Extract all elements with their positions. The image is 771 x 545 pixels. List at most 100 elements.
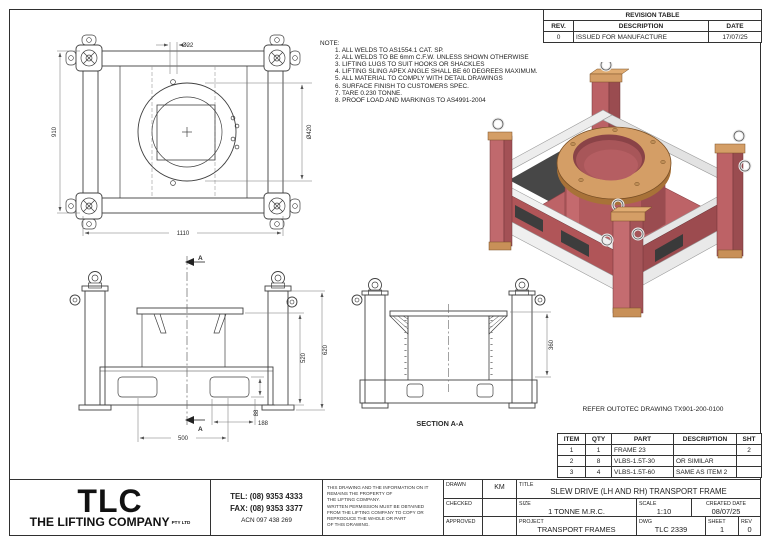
note-item: 2. ALL WELDS TO BE 6mm C.F.W. UNLESS SHO… — [335, 54, 529, 62]
dim-label-188: 188 — [258, 421, 269, 427]
revision-table-header: REV. DESCRIPTION DATE — [544, 21, 761, 32]
part-item: 2 — [558, 456, 586, 466]
title-row: TITLE SLEW DRIVE (LH AND RH) TRANSPORT F… — [517, 480, 760, 499]
scale-label: SCALE — [639, 500, 657, 507]
drawn-label: DRAWN — [444, 480, 483, 498]
part-name: FRAME 23 — [612, 445, 674, 455]
section-cut-line: A A — [185, 255, 205, 433]
dwg-number: TLC 2339 — [654, 525, 688, 534]
size-label: SIZE — [519, 500, 531, 507]
note-item: 6. SURFACE FINISH TO CUSTOMERS SPEC. — [335, 82, 469, 90]
part-name: VLBS-1.5T-30 — [612, 456, 674, 466]
center-cylinder — [556, 126, 672, 237]
dim-label-dia420: Ø420 — [307, 124, 313, 139]
project-cell: PROJECT TRANSPORT FRAMES — [517, 517, 637, 535]
dwg-label: DWG — [639, 518, 652, 525]
corner-post-front — [599, 206, 653, 318]
section-view-drawing: 360 SECTION A-A — [350, 278, 555, 428]
col-description: DESCRIPTION — [574, 21, 709, 31]
dim-label-620: 620 — [323, 344, 329, 355]
dim-label-910: 910 — [52, 126, 58, 137]
corner-post-right — [714, 129, 752, 259]
flange-bolt-holes — [570, 128, 666, 186]
created-date-value: 08/07/25 — [711, 507, 741, 516]
col-rev: REV. — [544, 21, 574, 31]
phone-number: TEL: (08) 9353 4333 — [230, 491, 303, 501]
front-view-drawing: A A 620 520 88 188 500 — [67, 255, 329, 442]
drawn-value: KM — [494, 484, 505, 491]
part-qty: 1 — [586, 445, 612, 455]
rev-cell: REV 0 — [739, 517, 760, 535]
note-item: 5. ALL MATERIAL TO COMPLY WITH DETAIL DR… — [335, 75, 503, 83]
section-letter-top: A — [198, 255, 203, 262]
approved-row: APPROVED — [444, 517, 516, 535]
rev-value: 0 — [544, 32, 574, 42]
created-date-label: CREATED DATE — [705, 500, 747, 507]
center-flange — [137, 79, 240, 186]
part-description — [674, 445, 737, 455]
size-scale-date-row: SIZE 1 TONNE M.R.C. SCALE 1:10 CREATED D… — [517, 499, 760, 517]
dwg-cell: DWG TLC 2339 — [637, 517, 706, 535]
dim-label-360: 360 — [549, 339, 555, 350]
dim-label-1110: 1110 — [177, 231, 190, 237]
rev-number: 0 — [747, 525, 752, 534]
note-item: 7. TARE 0.230 TONNE. — [335, 89, 403, 97]
col-sht: SHT — [742, 435, 756, 443]
drawing-title-cell: TITLE SLEW DRIVE (LH AND RH) TRANSPORT F… — [517, 480, 760, 498]
section-view-label: SECTION A-A — [416, 419, 464, 428]
top-view-drawing: Ø22 910 1110 Ø420 — [52, 34, 313, 237]
section-letter-bottom: A — [198, 426, 203, 433]
rev-label: REV — [741, 518, 752, 525]
dim-label-dia22: Ø22 — [182, 43, 194, 49]
parts-row: 3 4 VLBS-1.5T-60 SAME AS ITEM 2 — [558, 467, 761, 477]
revision-table-title: REVISION TABLE — [544, 10, 761, 21]
dimension-lines — [137, 290, 325, 442]
dim-label-500: 500 — [178, 436, 189, 442]
revision-table: REVISION TABLE REV. DESCRIPTION DATE 0 I… — [543, 9, 762, 43]
title-label: TITLE — [519, 481, 534, 488]
part-name: VLBS-1.5T-60 — [612, 467, 674, 477]
project-label: PROJECT — [519, 518, 544, 525]
scale-cell: SCALE 1:10 — [637, 499, 692, 516]
front-structure — [67, 271, 300, 411]
part-item: 3 — [558, 467, 586, 477]
created-date-cell: CREATED DATE 08/07/25 — [692, 499, 760, 517]
refer-note: REFER OUTOTEC DRAWING TX901-200-0100 — [582, 406, 724, 413]
logo-acronym: TLC — [77, 482, 143, 519]
signoff-section: DRAWN KM CHECKED APPROVED — [444, 480, 517, 535]
sheet-number: 1 — [719, 525, 725, 534]
part-qty: 8 — [586, 456, 612, 466]
rev-date: 17/07/25 — [722, 33, 748, 41]
note-item: 3. LIFTING LUGS TO SUIT HOOKS OR SHACKLE… — [335, 61, 485, 69]
project-value: TRANSPORT FRAMES — [537, 525, 616, 534]
part-item: 1 — [558, 445, 586, 455]
drawn-row: DRAWN KM — [444, 480, 516, 499]
sheet-cell: SHEET 1 — [706, 517, 739, 535]
size-cell: SIZE 1 TONNE M.R.C. — [517, 499, 637, 516]
note-item: 1. ALL WELDS TO AS1554.1 CAT. SP. — [335, 47, 444, 55]
inner-members — [119, 66, 248, 198]
parts-table-header: ITEM QTY PART DESCRIPTION SHT — [558, 434, 761, 445]
parts-table: ITEM QTY PART DESCRIPTION SHT 1 1 FRAME … — [557, 433, 762, 478]
part-sht — [737, 467, 761, 477]
corner-post-left — [487, 117, 513, 251]
part-description: OR SIMILAR — [674, 456, 737, 466]
col-description: DESCRIPTION — [674, 434, 737, 444]
note-item: 4. LIFTING SLING APEX ANGLE SHALL BE 60 … — [335, 68, 538, 76]
dimension-lines — [510, 311, 551, 378]
notes-heading: NOTE: — [320, 40, 340, 47]
project-dwg-row: PROJECT TRANSPORT FRAMES DWG TLC 2339 SH… — [517, 517, 760, 535]
drawing-title: SLEW DRIVE (LH AND RH) TRANSPORT FRAME — [550, 487, 727, 496]
col-item: ITEM — [558, 434, 586, 444]
dim-label-88: 88 — [254, 409, 260, 416]
part-sht — [737, 456, 761, 466]
revision-row: 0 ISSUED FOR MANUFACTURE 17/07/25 — [544, 32, 761, 42]
parts-row: 2 8 VLBS-1.5T-30 OR SIMILAR — [558, 456, 761, 467]
dim-label-520: 520 — [301, 352, 307, 363]
scale-value: 1:10 — [656, 507, 672, 516]
approved-value — [483, 517, 516, 535]
